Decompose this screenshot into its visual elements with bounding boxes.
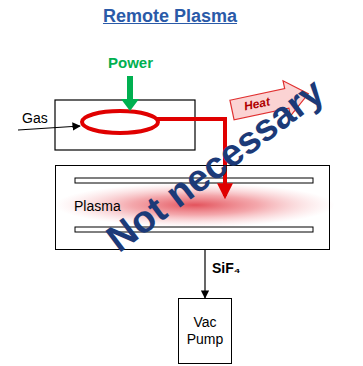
- node-label: Vac Pump: [182, 314, 228, 348]
- gas-label: Gas: [22, 111, 48, 125]
- gas-inlet: [18, 126, 80, 130]
- title: Remote Plasma: [0, 6, 340, 27]
- power-arrowhead: [121, 99, 139, 111]
- edge-label: SiF₄: [212, 260, 240, 276]
- plasma-coil: [82, 111, 158, 133]
- source-box: [55, 100, 195, 150]
- power-arrow: [127, 76, 133, 100]
- node-label: Plasma: [74, 198, 121, 215]
- vacuum-pump: Vac Pump: [178, 298, 232, 364]
- power-label: Power: [108, 55, 153, 70]
- exhaust-line: [204, 250, 205, 298]
